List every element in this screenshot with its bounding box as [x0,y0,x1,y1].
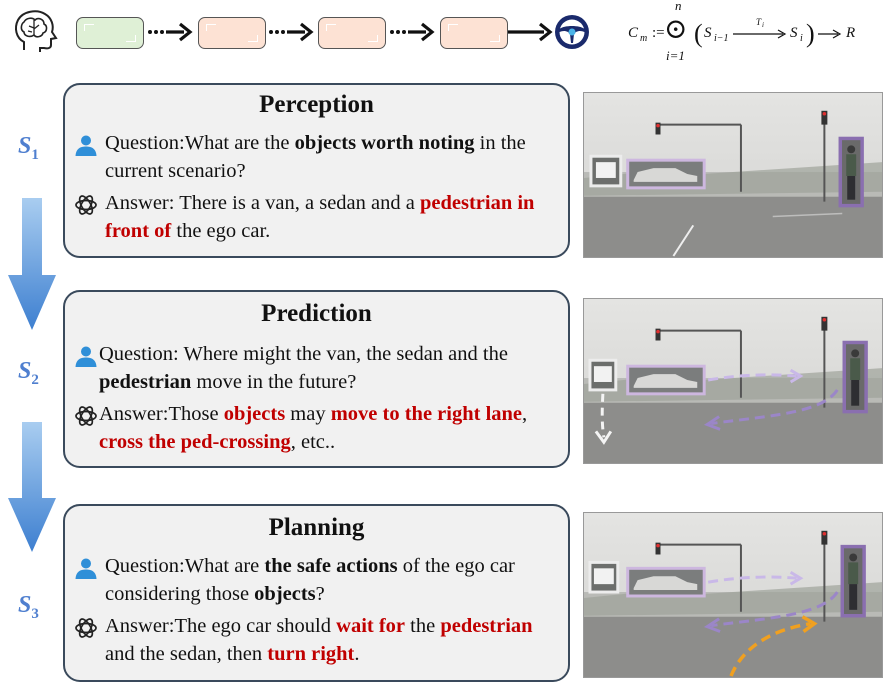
formula-upper: n [675,0,682,13]
answer-text: Answer:The ego car should wait for the p… [105,615,533,665]
pipeline-chip-4 [440,17,508,49]
answer-text: Answer:Those objects may move to the rig… [99,403,528,453]
step-label-s3: S3 [18,592,39,622]
planning-card: Planning Question:What are the safe acti… [63,504,570,682]
chatgpt-icon [75,618,97,638]
formula-lhs: C [628,25,639,41]
pipeline-chip-2 [198,17,266,49]
scene-prediction-image [583,298,883,464]
result-arrow-icon [818,29,842,39]
down-arrow-icon [8,422,56,552]
prediction-card: Prediction Question: Where might the van… [63,290,570,468]
formula-result: R [846,25,856,41]
solid-arrow-icon [508,22,553,42]
formula-assign: := [652,25,665,41]
formula-t: T [756,17,762,27]
down-arrow-icon [8,198,56,330]
formula-s-prev-sub: i−1 [714,33,729,44]
formula-s-i-sub: i [800,33,803,44]
formula-lower: i=1 [666,48,685,63]
card-title: Prediction [261,300,372,327]
user-icon [75,558,97,579]
step-label-s1: S1 [18,133,39,163]
perception-card: Perception Question:What are the objects… [63,83,570,258]
card-title: Planning [268,514,365,541]
question-text: Question:What are the objects worth noti… [105,132,526,182]
down-arrows [8,198,56,552]
scene-perception-image [583,92,883,258]
formula-t-sub: i [762,21,764,29]
brain-head-icon [15,10,58,52]
transition-arrow-icon [733,29,787,39]
pipeline-arrows [148,22,553,42]
answer-text: Answer: There is a van, a sedan and a pe… [105,192,535,242]
card-title: Perception [259,91,374,118]
formula-s-i: S [790,25,798,41]
steering-wheel-icon [555,15,589,49]
dotted-arrow-icon [390,22,435,42]
formula-lhs-sub: m [640,33,648,44]
pipeline-chip-3 [318,17,386,49]
chatgpt-icon [75,195,97,215]
chatgpt-icon [75,406,97,426]
dotted-arrow-icon [269,22,314,42]
chain-formula: C m := n ⊙ i=1 ( S i−1 T i S i ) R [628,0,856,63]
question-text: Question: Where might the van, the sedan… [99,343,508,393]
user-icon [75,135,97,156]
question-text: Question:What are the safe actions of th… [105,555,515,605]
step-label-s2: S2 [18,358,39,388]
user-icon [75,346,97,367]
formula-operator: ⊙ [664,14,688,45]
dotted-arrow-icon [148,22,193,42]
formula-s-prev: S [704,25,712,41]
pipeline-chip-1 [76,17,144,49]
scene-planning-image [583,512,883,678]
